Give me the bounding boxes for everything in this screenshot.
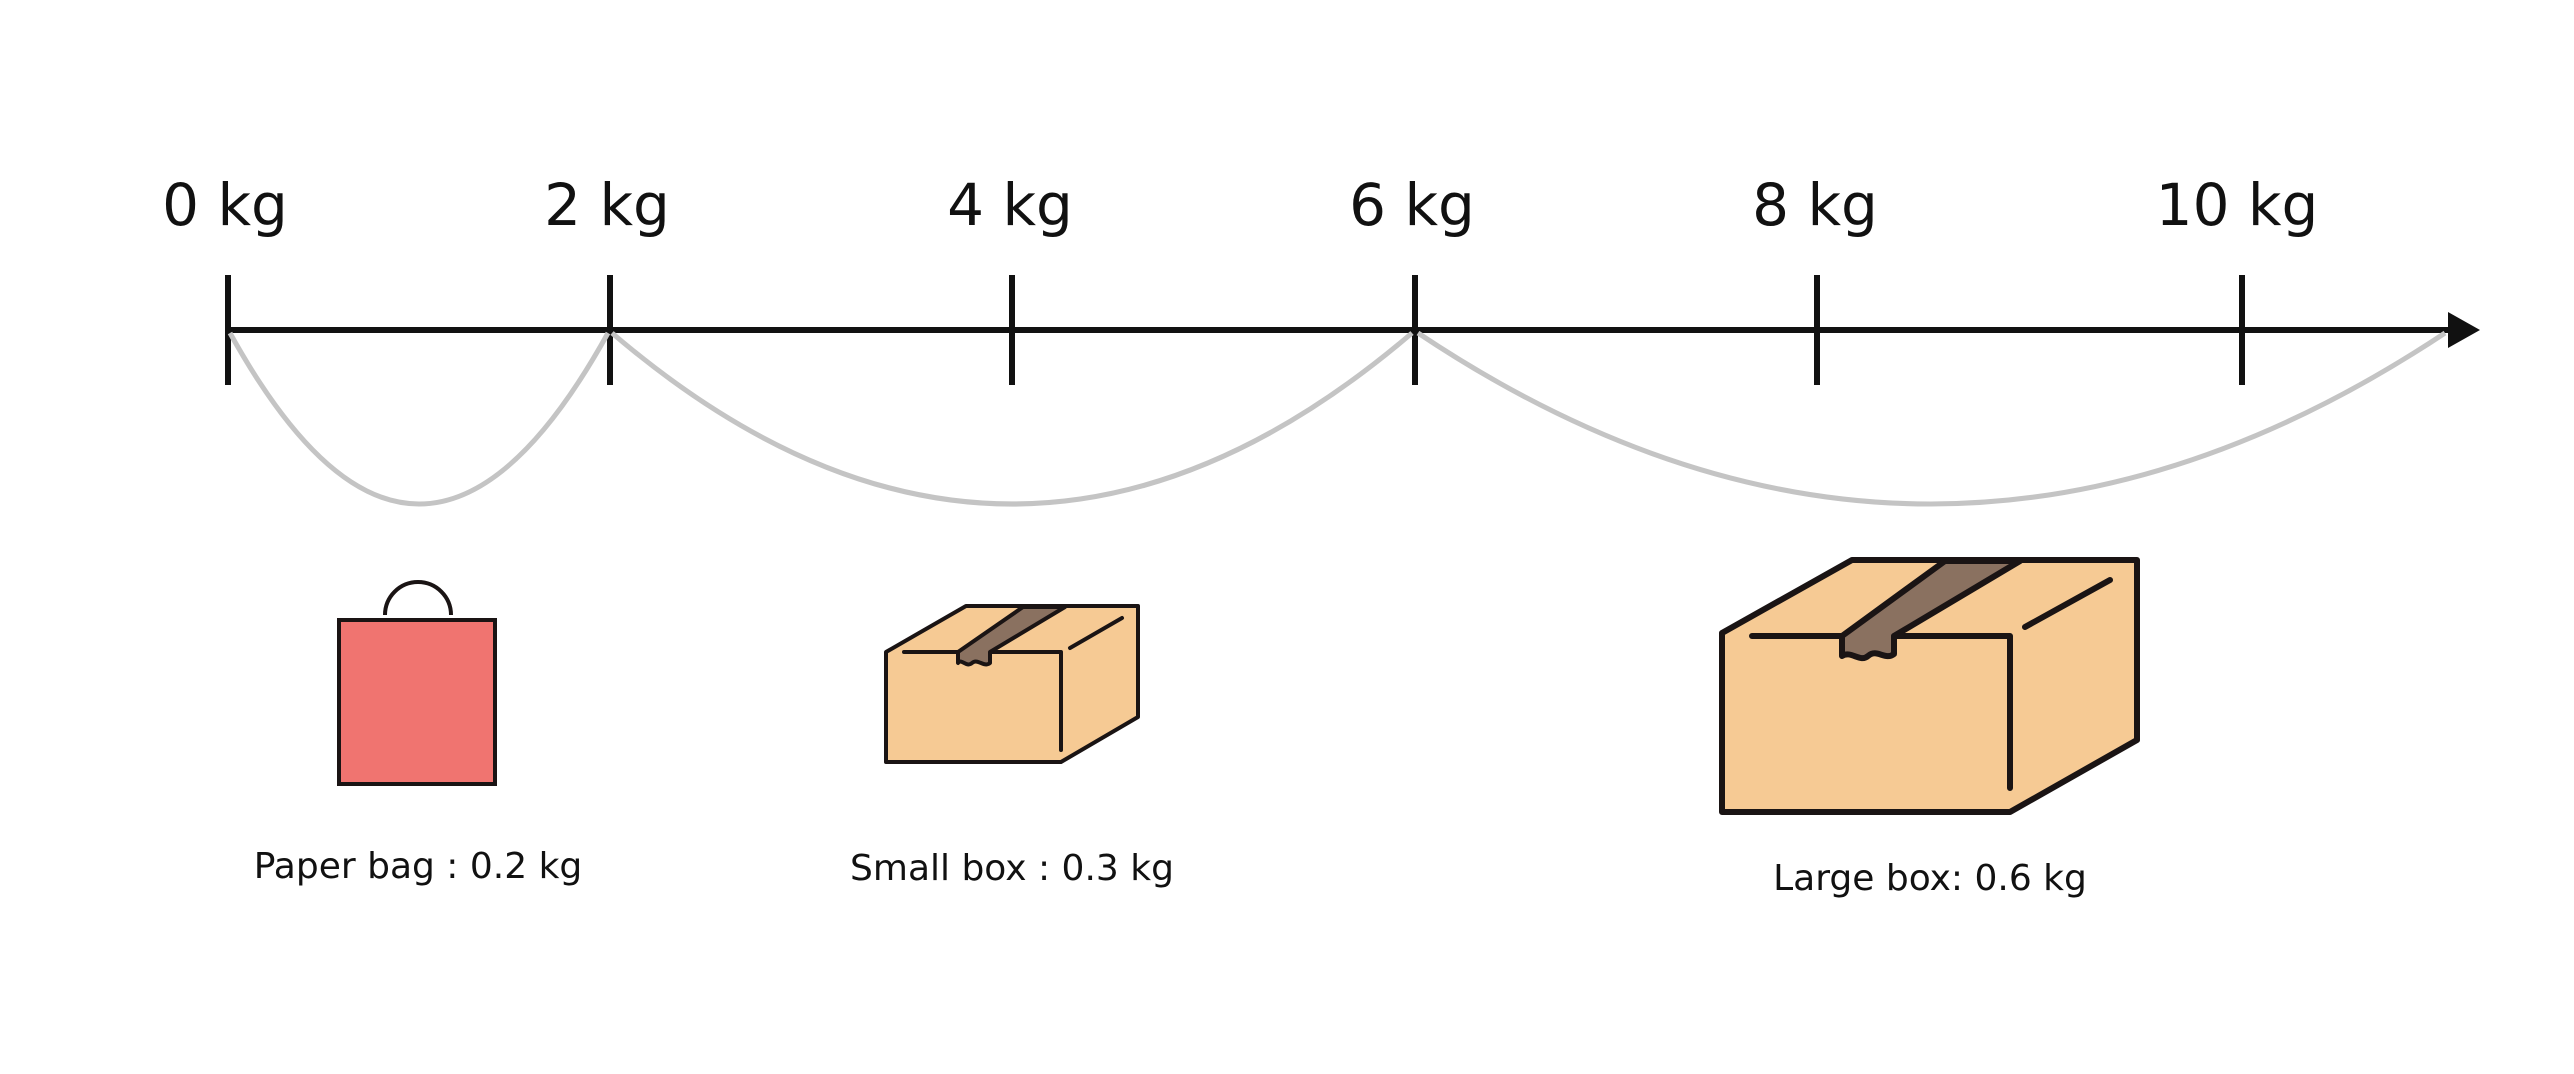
- tick-label-8: 8 kg: [1752, 171, 1878, 239]
- large-box-tape: [1839, 558, 2023, 662]
- large-box-edge-right: [2022, 577, 2113, 630]
- small-box-icon: [884, 604, 1140, 764]
- jump-arc-2-to-6: [610, 331, 1414, 507]
- tick-label-6: 6 kg: [1349, 171, 1475, 239]
- paper-bag-handle: [383, 580, 453, 616]
- tick-label-2: 2 kg: [544, 171, 670, 239]
- jump-arcs: [227, 330, 2447, 507]
- large-box-edge: [1749, 633, 2013, 791]
- small-box-tape: [956, 605, 1067, 667]
- jump-arc-6-to-end: [1416, 330, 2447, 507]
- jump-arc-0-to-2: [227, 331, 611, 507]
- tick-marks: [225, 275, 2245, 385]
- tick-label-4: 4 kg: [947, 171, 1073, 239]
- paper-bag-label: Paper bag : 0.2 kg: [254, 846, 583, 887]
- large-box-label: Large box: 0.6 kg: [1773, 858, 2087, 899]
- large-box-icon: [1719, 557, 2140, 815]
- tick-label-0: 0 kg: [162, 171, 288, 239]
- small-box-label: Small box : 0.3 kg: [850, 848, 1174, 889]
- paper-bag-icon: [337, 580, 497, 786]
- paper-bag-body: [337, 618, 497, 786]
- tick-label-10: 10 kg: [2156, 171, 2319, 239]
- small-box-edge-right: [1068, 616, 1124, 650]
- axis-arrowhead: [2448, 312, 2480, 348]
